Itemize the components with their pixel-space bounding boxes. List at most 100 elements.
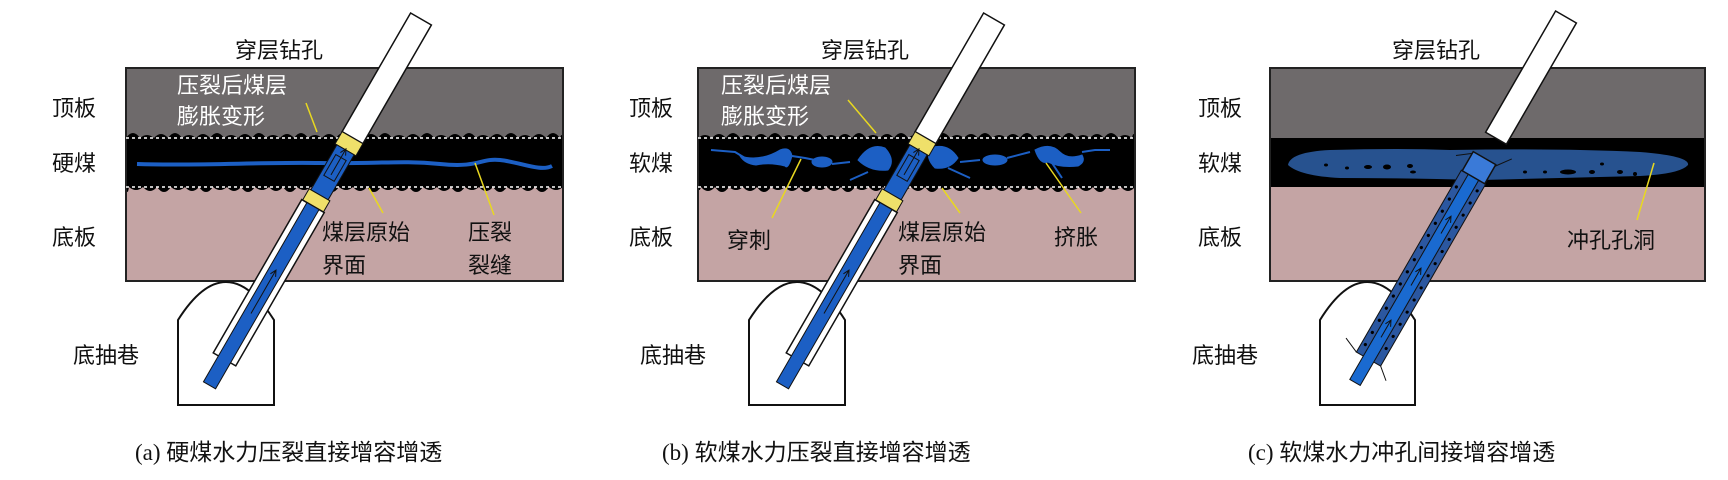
- coal-particle: [1391, 294, 1395, 298]
- coal-particle: [1447, 197, 1451, 201]
- coal-particle: [1426, 233, 1430, 238]
- flow-arrow-icon: [1410, 267, 1422, 286]
- caption-c: (c) 软煤水力冲孔间接增容增透: [1248, 440, 1555, 465]
- coal-particle: [1543, 170, 1547, 174]
- coal-particle: [1475, 189, 1479, 193]
- coal-particles: [1324, 162, 1637, 176]
- coal-outline: [697, 67, 1136, 282]
- caption-a: (a) 硬煤水力压裂直接增容增透: [135, 440, 442, 465]
- label-roadway: 底抽巷: [73, 344, 139, 369]
- coal-particle: [1589, 170, 1595, 174]
- coal-outline: [125, 67, 564, 282]
- label-floor: 底板: [629, 226, 673, 251]
- label-borehole: 穿层钻孔: [235, 39, 323, 64]
- coal-particle: [1398, 322, 1402, 326]
- leader-interface: [941, 187, 961, 214]
- flow-arrow-icon: [250, 269, 277, 314]
- label-roof: 顶板: [52, 97, 96, 122]
- label-swell-1: 压裂后煤层: [177, 74, 287, 99]
- label-cavity: 冲孔孔洞: [1567, 229, 1655, 254]
- coal-particle: [1398, 282, 1402, 286]
- coal-particle: [1468, 201, 1472, 205]
- coal-particle: [1410, 170, 1416, 174]
- leader-crack: [474, 162, 495, 216]
- label-swell-2: 膨胀变形: [177, 105, 265, 130]
- coal-particle: [1633, 172, 1637, 176]
- coal-particle: [1523, 170, 1527, 174]
- leader-interface: [368, 187, 384, 214]
- coal-particle: [1412, 298, 1416, 302]
- flow-arrow-icon: [330, 147, 347, 176]
- label-floor: 底板: [52, 226, 96, 251]
- label-coal: 软煤: [629, 152, 673, 177]
- coal-particle: [1454, 225, 1458, 229]
- leader-pierce: [771, 158, 802, 219]
- jet-arrow-icon: [1345, 152, 1512, 381]
- label-borehole: 穿层钻孔: [1392, 39, 1480, 64]
- coal-particle: [1383, 164, 1391, 170]
- coal-particle: [1560, 169, 1576, 175]
- coal-particle: [1384, 346, 1388, 351]
- coal-particle: [1454, 185, 1458, 189]
- coal-particle: [1324, 163, 1328, 167]
- borehole-tube: [202, 11, 433, 390]
- coal-particle: [1391, 334, 1395, 338]
- coal-particle: [1617, 170, 1623, 174]
- coal-particle: [1433, 262, 1437, 266]
- coal-particle: [1440, 249, 1444, 254]
- label-pierce: 穿刺: [727, 229, 771, 254]
- coal-particle: [1412, 258, 1416, 262]
- label-swell-2: 膨胀变形: [721, 105, 809, 130]
- label-interface-1: 煤层原始: [322, 221, 410, 246]
- coal-particle: [1440, 209, 1444, 213]
- borehole-tube: [1345, 9, 1578, 387]
- flow-arrow-icon: [903, 147, 920, 176]
- roof-layer: [1270, 68, 1705, 138]
- leader-squeeze: [1045, 162, 1082, 214]
- coal-particle: [1600, 162, 1604, 166]
- strata-outline: [1269, 67, 1706, 282]
- floor-layer: [126, 185, 563, 281]
- label-crack-2: 裂缝: [468, 254, 512, 279]
- label-swell-1: 压裂后煤层: [721, 74, 831, 99]
- coal-particle: [1407, 164, 1413, 168]
- label-roadway: 底抽巷: [1192, 344, 1258, 369]
- caption-b: (b) 软煤水力压裂直接增容增透: [662, 440, 971, 465]
- leader-cavity: [1636, 162, 1655, 221]
- label-roof: 顶板: [1198, 97, 1242, 122]
- casing-upper: [1484, 9, 1578, 146]
- coal-particle: [1384, 306, 1388, 310]
- coal-particle: [1419, 245, 1423, 250]
- coal-particle: [1364, 165, 1372, 169]
- panel-c: 顶板 软煤 底板 底抽巷 穿层钻孔 冲孔孔洞 (c) 软煤水力冲孔间接增容增透: [1192, 9, 1706, 465]
- coal-particle: [1345, 166, 1349, 170]
- label-interface-1: 煤层原始: [898, 221, 986, 246]
- flow-arrow-icon: [1440, 215, 1452, 234]
- flow-arrow-icon: [1380, 319, 1392, 338]
- label-roadway: 底抽巷: [640, 344, 706, 369]
- label-borehole: 穿层钻孔: [821, 39, 909, 64]
- label-squeeze: 挤胀: [1054, 226, 1098, 251]
- coal-particle: [1426, 274, 1430, 278]
- coal-particle: [1433, 221, 1437, 225]
- label-coal: 硬煤: [52, 152, 96, 177]
- coal-particle: [1447, 237, 1451, 241]
- coal-particle: [1405, 310, 1409, 314]
- panel-b: 顶板 软煤 底板 底抽巷 穿层钻孔 压裂后煤层 膨胀变形 穿刺 煤层原始 界面 …: [629, 11, 1136, 465]
- coal-particle: [1377, 318, 1381, 322]
- borehole-tube: [775, 11, 1006, 390]
- label-interface-2: 界面: [322, 254, 366, 279]
- flushing-nozzle: [1461, 150, 1497, 185]
- floor-layer: [698, 185, 1135, 281]
- label-interface-2: 界面: [898, 254, 942, 279]
- coal-particle: [1405, 270, 1409, 274]
- leader-swell: [305, 102, 318, 133]
- leader-swell: [847, 99, 877, 134]
- coal-particle: [1363, 342, 1367, 347]
- label-coal: 软煤: [1198, 152, 1242, 177]
- label-roof: 顶板: [629, 97, 673, 122]
- panel-a: 顶板 硬煤 底板 底抽巷 穿层钻孔 压裂后煤层 膨胀变形 煤层原始 界面 压裂 …: [52, 11, 564, 465]
- coal-particle: [1461, 213, 1465, 217]
- frac-crack: [136, 157, 553, 170]
